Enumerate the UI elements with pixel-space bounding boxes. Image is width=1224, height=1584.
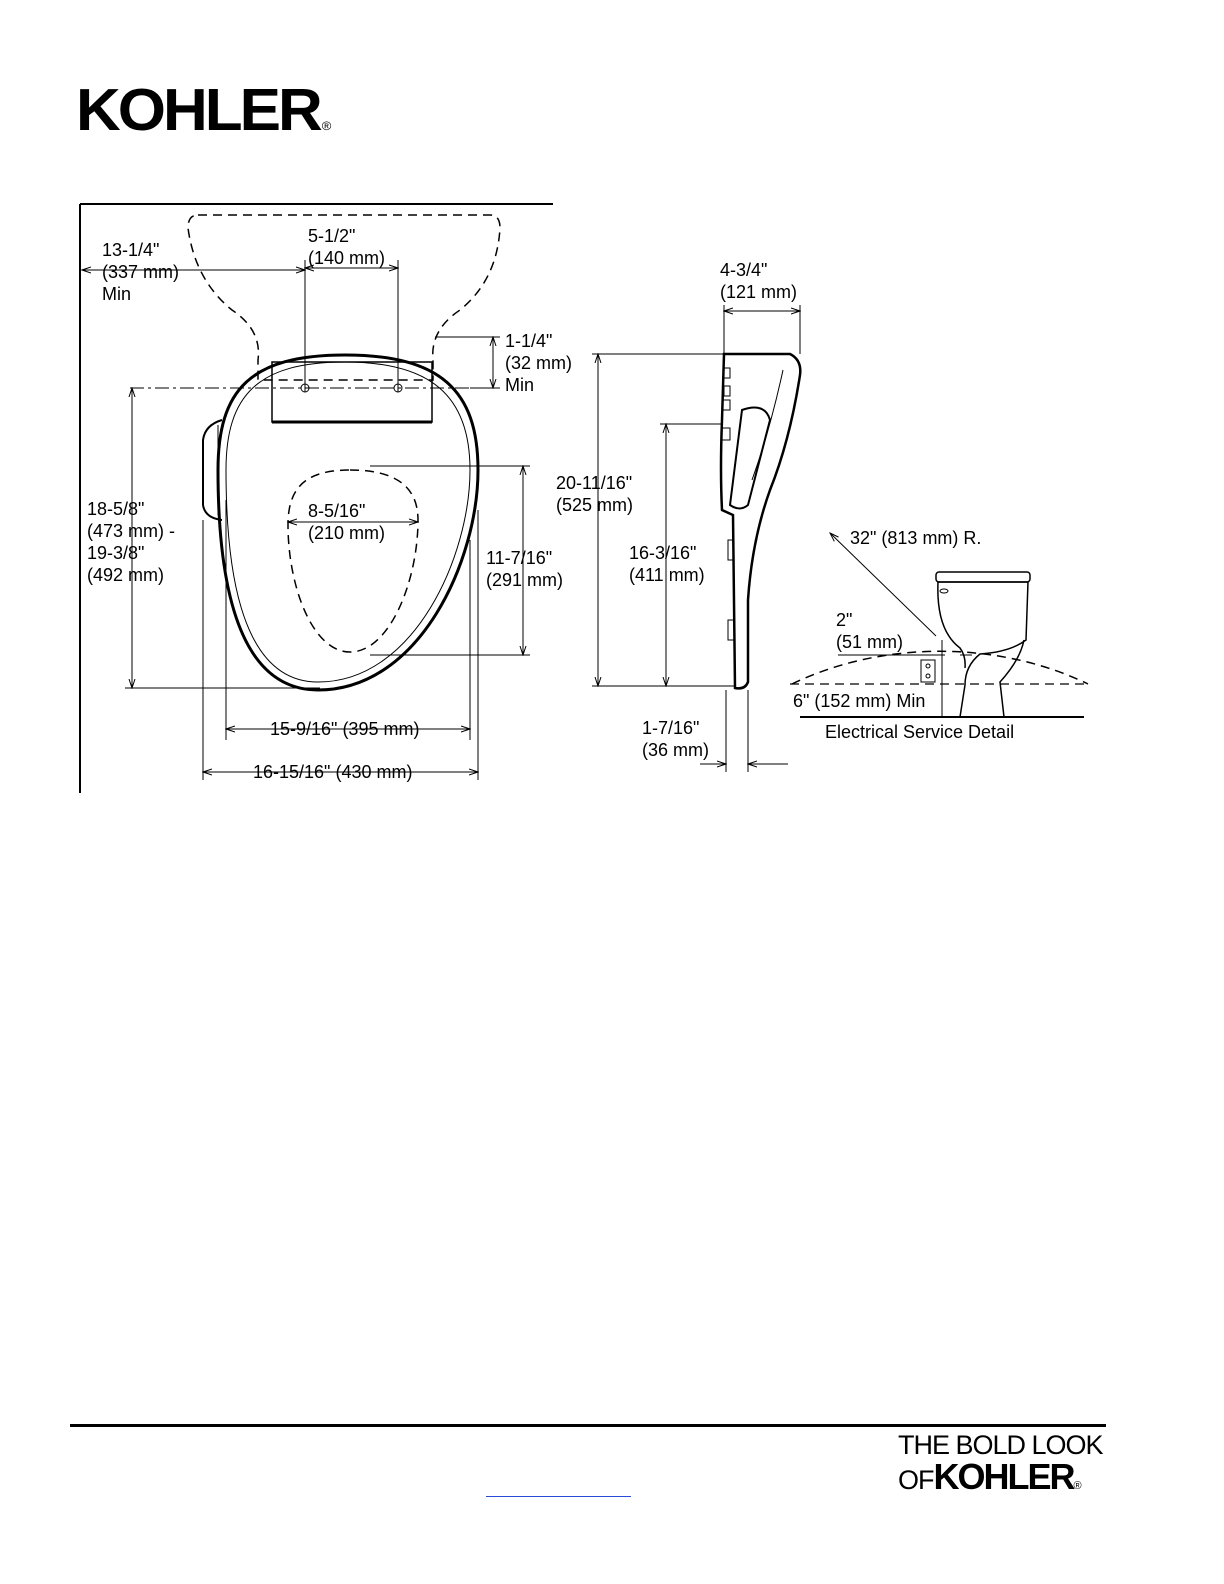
height-overall-metric: (525 mm) [556, 495, 633, 515]
length-line1: 18-5/8" [87, 499, 144, 519]
electrical-detail-title: Electrical Service Detail [825, 722, 1014, 742]
opening-width-imperial: 8-5/16" [308, 501, 365, 521]
height-overall-imperial: 20-11/16" [556, 473, 632, 493]
seat-side-view [719, 352, 802, 690]
top-view-dimension-lines [82, 260, 530, 780]
length-line2: (473 mm) - [87, 521, 175, 541]
electrical-service-detail [790, 533, 1090, 718]
overall-width: 16-15/16" (430 mm) [253, 762, 412, 782]
bolt-spacing-metric: (140 mm) [308, 248, 385, 268]
setback-metric: (337 mm) [102, 262, 179, 282]
offset-imperial: 2" [836, 610, 852, 630]
opening-width-metric: (210 mm) [308, 523, 385, 543]
opening-length-imperial: 11-7/16" [486, 548, 552, 568]
height-seat-imperial: 16-3/16" [629, 543, 696, 563]
radius-label: 32" (813 mm) R. [850, 528, 981, 548]
side-view-dimension-lines [592, 305, 800, 772]
opening-length-metric: (291 mm) [486, 570, 563, 590]
length-line4: (492 mm) [87, 565, 164, 585]
height-seat-metric: (411 mm) [629, 565, 705, 585]
tank-outline-dashed [187, 214, 501, 381]
footer-rule [70, 1424, 1106, 1427]
tagline-logo: THE BOLD LOOK OFKOHLER® [898, 1430, 1118, 1503]
bolt-spacing-imperial: 5-1/2" [308, 226, 355, 246]
depth-imperial: 4-3/4" [720, 260, 767, 280]
depth-metric: (121 mm) [720, 282, 797, 302]
wall-frame [79, 203, 553, 793]
clearance-imperial: 1-1/4" [505, 331, 552, 351]
height-min-label: 6" (152 mm) Min [793, 691, 925, 711]
setback-note: Min [102, 284, 131, 304]
seat-width: 15-9/16" (395 mm) [270, 719, 419, 739]
length-line3: 19-3/8" [87, 543, 144, 563]
thickness-imperial: 1-7/16" [642, 718, 699, 738]
thickness-metric: (36 mm) [642, 740, 709, 760]
footer-link[interactable] [486, 1466, 631, 1497]
offset-metric: (51 mm) [836, 632, 903, 652]
kohler-logo: KOHLER® [76, 77, 332, 144]
tagline-line1: THE BOLD LOOK [898, 1430, 1104, 1460]
setback-imperial: 13-1/4" [102, 240, 159, 260]
dimension-labels: 13-1/4" (337 mm) Min 5-1/2" (140 mm) 1-1… [87, 226, 1014, 782]
clearance-note: Min [505, 375, 534, 395]
tagline-line2: OFKOHLER® [898, 1456, 1082, 1497]
clearance-metric: (32 mm) [505, 353, 572, 373]
